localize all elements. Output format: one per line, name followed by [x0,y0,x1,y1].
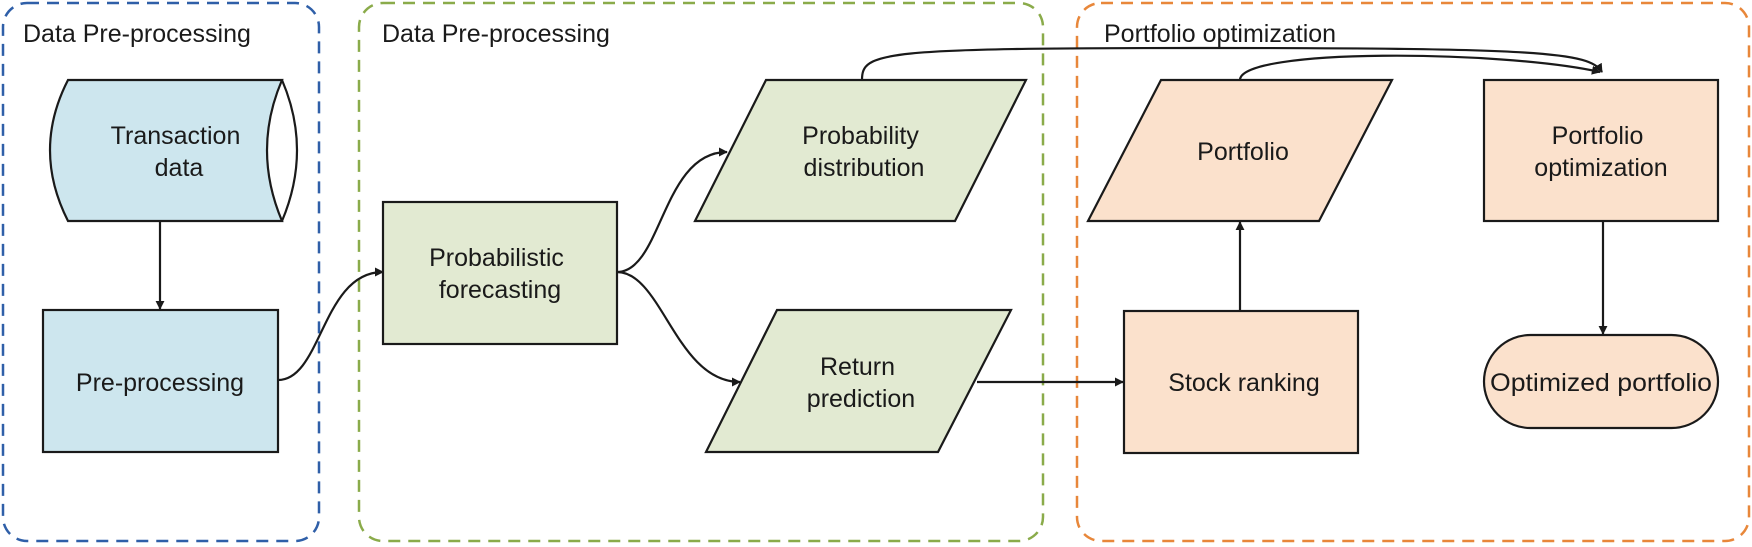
edge-distribution-to-optimization [860,46,1603,81]
edge-forecasting-to-return [616,270,741,387]
group-portfolio-optimization [1075,1,1751,543]
return-prediction-node [704,308,1013,454]
edge-forecasting-to-distribution [616,147,728,274]
group-data-preprocessing-1 [1,1,321,543]
probabilistic-forecasting-node [381,200,619,346]
return-prediction-label: Return prediction [807,353,915,413]
portfolio-optimization-label: Portfolio optimization [1534,122,1667,182]
return-line-1: Return [820,353,895,381]
transaction-data-label: Transaction data [111,122,248,182]
edge-preprocessing-to-forecasting [277,267,384,382]
optimized-portfolio-label: Optimized portfolio [1490,369,1712,397]
stock-ranking-label: Stock ranking [1168,369,1319,397]
distribution-line-1: Probability [802,122,919,150]
optimization-line-1: Portfolio [1552,122,1644,150]
group-title-3: Portfolio optimization [1104,20,1336,48]
preprocessing-label: Pre-processing [76,369,244,397]
probabilistic-forecasting-label: Probabilistic forecasting [429,244,571,304]
portfolio-label: Portfolio [1197,138,1289,166]
edge-portfolio-to-optimization [1238,54,1601,81]
forecasting-line-2: forecasting [439,276,561,304]
group-title-1: Data Pre-processing [23,20,251,48]
preprocessing-node [41,308,280,454]
stock-ranking-node [1122,309,1360,455]
return-line-2: prediction [807,385,915,413]
transaction-data-inner-arc [280,79,299,222]
transaction-data-line-2: data [155,154,204,182]
portfolio-node [1086,78,1394,223]
group-title-2: Data Pre-processing [382,20,610,48]
optimized-portfolio-node [1482,333,1720,430]
transaction-data-line-1: Transaction [111,122,241,150]
optimization-line-2: optimization [1534,154,1667,182]
forecasting-line-1: Probabilistic [429,244,564,272]
transaction-data-node [49,78,284,223]
portfolio-optimization-node [1482,78,1720,223]
probability-distribution-node [693,78,1028,223]
distribution-line-2: distribution [804,154,925,182]
probability-distribution-label: Probability distribution [802,122,926,182]
